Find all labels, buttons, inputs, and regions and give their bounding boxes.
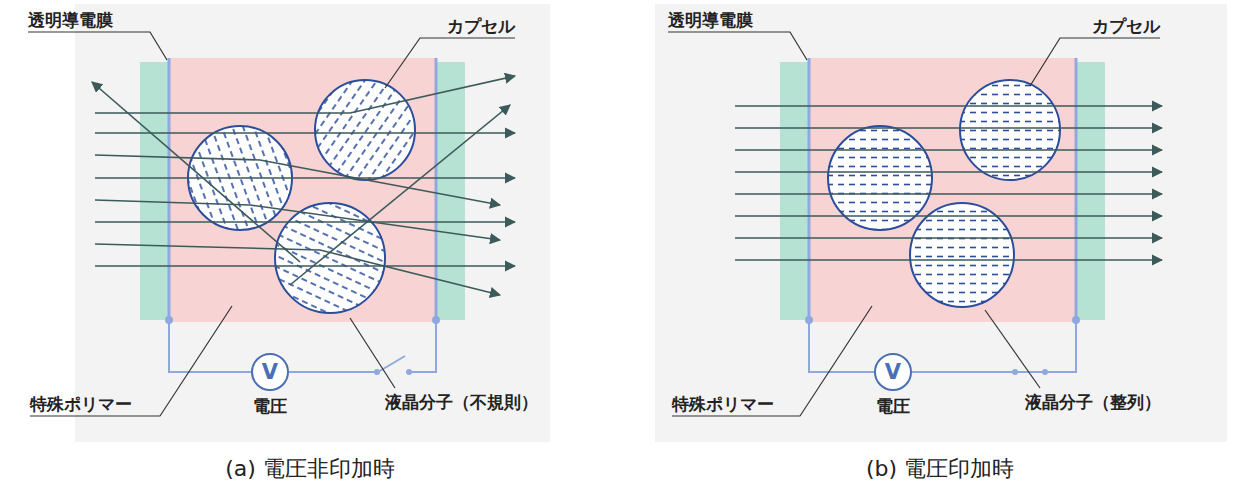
part-label: 液晶分子（整列） bbox=[1025, 392, 1161, 412]
caption: (a) 電圧非印加時 bbox=[225, 456, 395, 482]
part-label: 透明導電膜 bbox=[668, 10, 753, 30]
node-text: V bbox=[885, 362, 901, 383]
node-text: V bbox=[262, 362, 278, 383]
part-label: 特殊ポリマー bbox=[30, 394, 132, 414]
part-label: 透明導電膜 bbox=[28, 10, 113, 30]
caption: (b) 電圧印加時 bbox=[866, 456, 1014, 482]
part-label: 特殊ポリマー bbox=[672, 394, 774, 414]
part-label: 電圧 bbox=[876, 396, 910, 416]
part-label: 液晶分子（不規則） bbox=[385, 392, 538, 412]
part-label: カプセル bbox=[1092, 16, 1160, 36]
part-label: カプセル bbox=[447, 16, 515, 36]
voltmeter-symbol: V bbox=[874, 353, 912, 391]
part-label: 電圧 bbox=[253, 396, 287, 416]
voltmeter-symbol: V bbox=[251, 353, 289, 391]
